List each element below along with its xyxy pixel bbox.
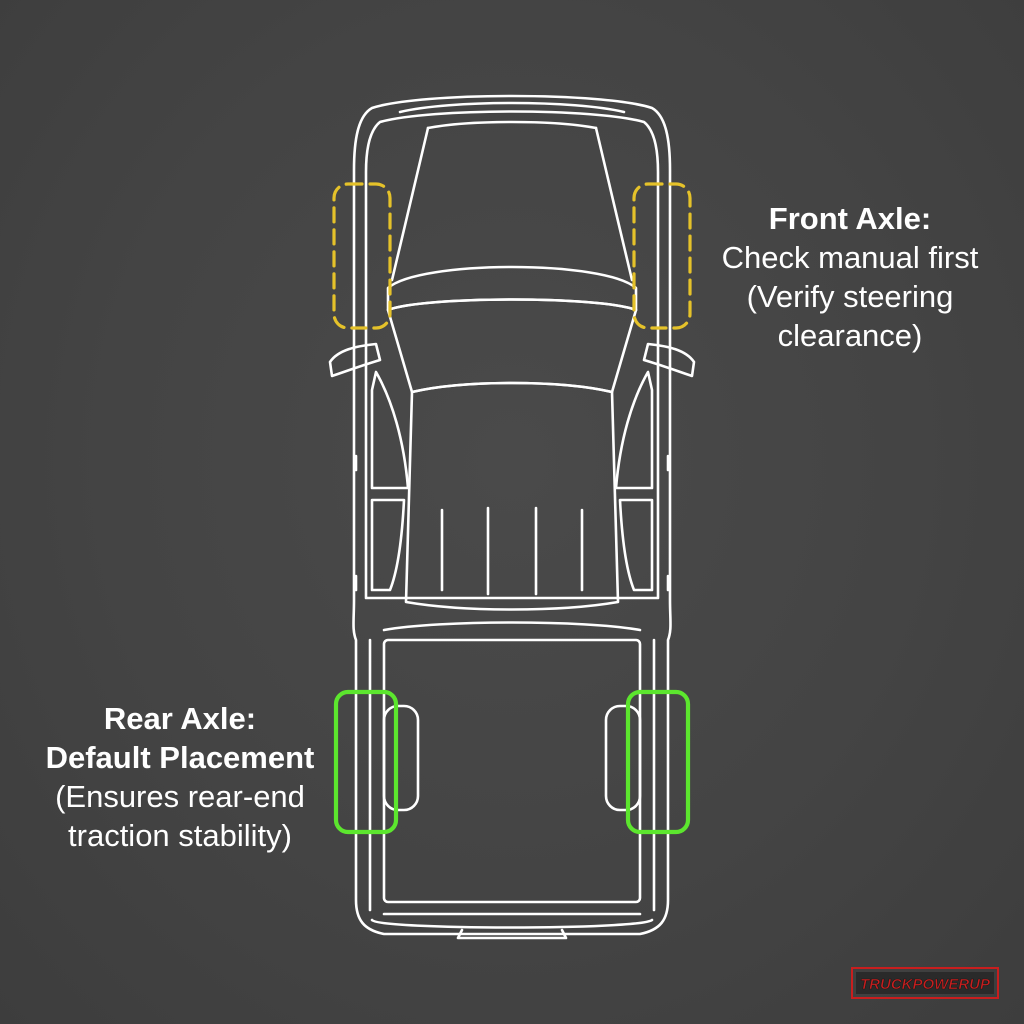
rear-axle-line-2: traction stability) — [68, 818, 292, 853]
front-axle-line-2: (Verify steering — [746, 279, 954, 314]
front-axle-callout: Front Axle: Check manual first (Verify s… — [700, 199, 1000, 355]
brand-logo: TRUCKPOWERUP — [851, 967, 999, 999]
left-door-rear — [370, 498, 406, 592]
right-wheel-well — [604, 704, 642, 812]
front-axle-line-3: clearance) — [777, 318, 923, 353]
right-mirror — [642, 342, 696, 378]
rear-axle-title: Rear Axle: — [103, 701, 257, 736]
cab-back-wall — [382, 621, 642, 632]
rear-left-axle-highlight — [333, 689, 399, 835]
cab-roof — [404, 381, 620, 611]
truck-body-outline — [352, 94, 672, 936]
front-right-axle-highlight — [632, 182, 692, 330]
truck-bed — [382, 638, 642, 904]
hood-front-edge — [426, 120, 598, 130]
front-axle-title: Front Axle: — [768, 201, 932, 236]
left-door-front — [370, 370, 410, 490]
right-door-front — [614, 370, 654, 490]
front-axle-line-1: Check manual first — [721, 240, 979, 275]
hood-panel — [398, 101, 626, 114]
windshield-lower — [386, 298, 638, 394]
rear-bumper — [370, 918, 654, 940]
rear-axle-subtitle: Default Placement — [45, 740, 315, 775]
rear-axle-callout: Rear Axle: Default Placement (Ensures re… — [30, 699, 330, 855]
svg-text:TRUCKPOWERUP: TRUCKPOWERUP — [860, 976, 991, 993]
left-mirror — [328, 342, 382, 378]
left-wheel-well — [382, 704, 420, 812]
truck-body-inner-outline — [364, 110, 660, 600]
hood-right-crease — [594, 126, 634, 282]
front-left-axle-highlight — [332, 182, 392, 330]
right-door-rear — [618, 498, 654, 592]
rear-right-axle-highlight — [625, 689, 691, 835]
rear-axle-line-1: (Ensures rear-end — [55, 779, 305, 814]
hood-left-crease — [390, 126, 430, 282]
